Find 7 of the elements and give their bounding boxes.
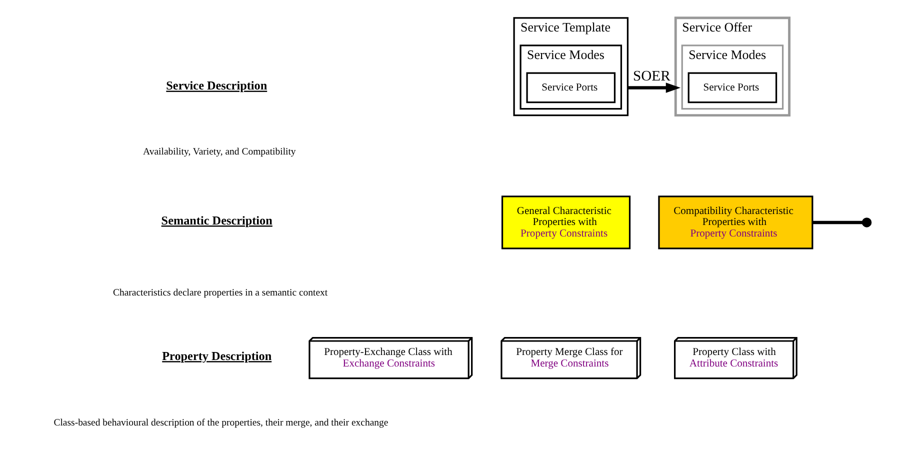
label: Class-based behavioural description of the properties, their merge, and their exchange (54, 418, 388, 429)
label: Availability, Variety, and Compatibility (143, 146, 296, 158)
label: Characteristics declare properties in a semantic context (113, 288, 328, 299)
edge-label: SOER (632, 68, 670, 85)
label: Semantic Description (161, 214, 272, 228)
label: Property Description (162, 349, 272, 364)
label: Service Description (166, 78, 268, 93)
